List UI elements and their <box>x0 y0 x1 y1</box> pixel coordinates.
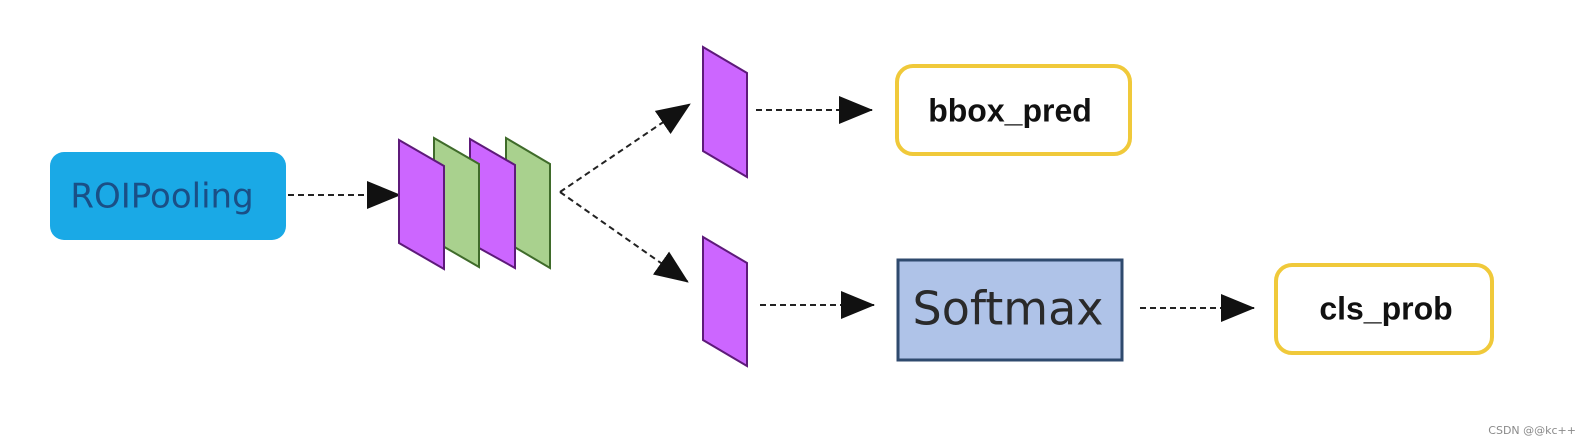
bbox-pred-label: bbox_pred <box>928 92 1092 128</box>
cls-prob-node: cls_prob <box>1274 263 1494 355</box>
roi-pooling-label: ROIPooling <box>70 177 253 217</box>
softmax-label: Softmax <box>913 282 1104 336</box>
roi-pooling-node: ROIPooling <box>50 152 286 240</box>
cls-prob-label: cls_prob <box>1319 290 1452 326</box>
edge-fc-to-cls-layer <box>559 191 689 283</box>
fc-layer-stack <box>398 136 551 271</box>
bbox-pred-box <box>895 64 1132 156</box>
bbox-fc-layer <box>702 45 748 179</box>
edge-fc-to-bbox-layer <box>559 103 691 193</box>
cls-prob-box <box>1274 263 1494 355</box>
cls-fc-layer <box>702 235 748 368</box>
fc-layer-purple-front <box>398 138 445 271</box>
softmax-box <box>896 258 1124 362</box>
softmax-node: Softmax <box>896 258 1124 362</box>
watermark-text: CSDN @@kc++ <box>1488 424 1576 437</box>
bbox-pred-node: bbox_pred <box>895 64 1132 156</box>
roi-pooling-box <box>50 152 286 240</box>
